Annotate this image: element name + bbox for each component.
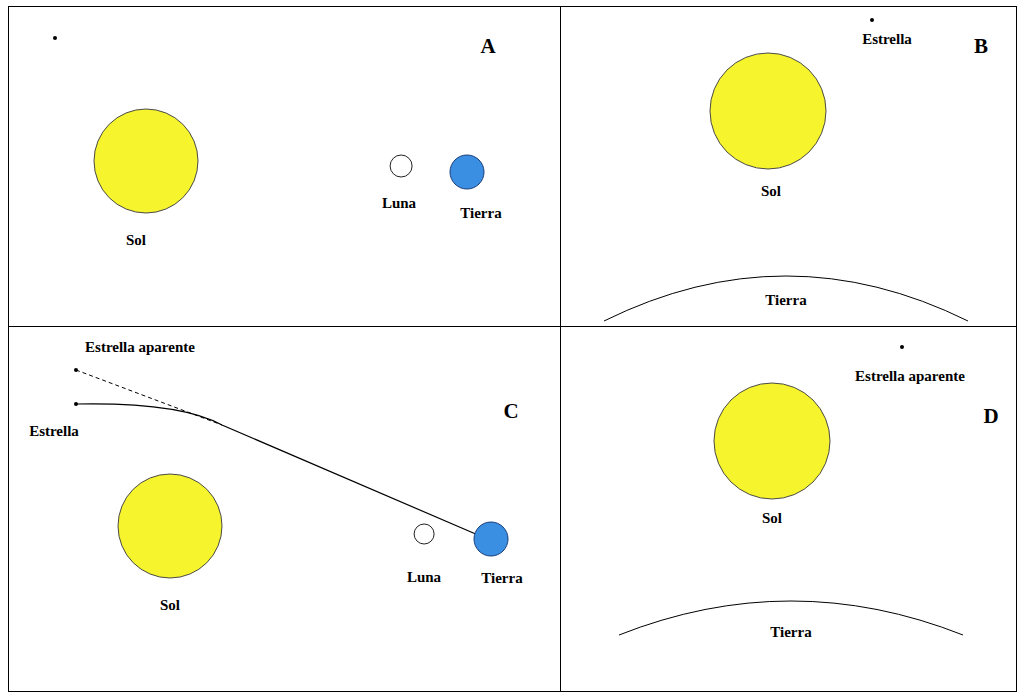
panel-letter: A [480, 34, 495, 58]
sun-circle: Sol [94, 109, 198, 250]
body-outline [710, 53, 826, 201]
body-disc [710, 53, 826, 169]
star-dot [900, 345, 904, 349]
star-label: Estrella aparente [85, 339, 195, 356]
body-label: Sol [160, 597, 180, 614]
body-label: Sol [762, 510, 782, 527]
body-disc [94, 109, 198, 213]
body-disc [474, 522, 508, 556]
body-label: Tierra [765, 292, 806, 309]
moon-circle: Luna [382, 155, 416, 213]
star-dot [53, 36, 57, 40]
star-label: Estrella [29, 423, 79, 440]
body-label: Luna [382, 195, 416, 212]
panel: B SolTierra [560, 6, 1017, 327]
panel: C Sol Luna Tierra [8, 326, 561, 692]
body-label: Tierra [481, 570, 522, 587]
panel-letter: C [503, 399, 518, 423]
moon-circle: Luna [407, 524, 441, 587]
body-label: Sol [126, 232, 146, 249]
star-label: Estrella aparente [855, 368, 965, 385]
body-disc [450, 155, 484, 189]
body-label: Sol [761, 183, 781, 200]
panel: A Sol LunaTierra [8, 6, 561, 327]
earth-horizon: Tierra [619, 601, 963, 642]
body-outline [714, 383, 830, 528]
star-dot [870, 18, 874, 22]
sun-circle: Sol [118, 474, 222, 615]
earth-circle: Tierra [450, 155, 502, 223]
panel-letter: D [983, 404, 998, 428]
body-disc [390, 155, 412, 177]
body-disc [414, 524, 434, 544]
body-disc [118, 474, 222, 578]
apparent-ray [76, 370, 222, 425]
earth-circle: Tierra [474, 522, 523, 588]
body-label: Tierra [460, 205, 501, 222]
body-label: Tierra [770, 624, 811, 641]
body-outline [94, 109, 198, 250]
earth-horizon: Tierra [604, 276, 968, 321]
sun-circle: Sol [710, 53, 826, 201]
star-label: Estrella [862, 31, 912, 48]
sun-circle: Sol [714, 383, 830, 528]
horizon-arc [604, 276, 968, 321]
body-outline [118, 474, 222, 615]
body-disc [714, 383, 830, 499]
body-label: Luna [407, 569, 441, 586]
panel-letter: B [974, 34, 988, 58]
